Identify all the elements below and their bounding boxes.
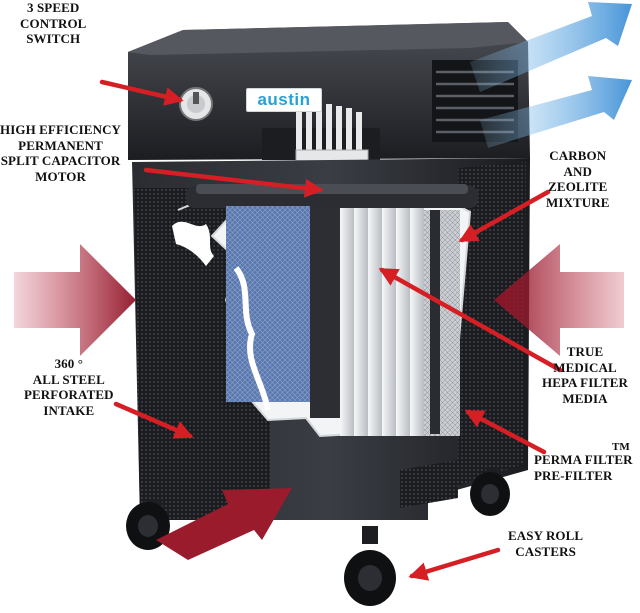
- label-speed-switch: 3 SPEED CONTROL SWITCH: [20, 0, 87, 46]
- arrow-casters: [408, 547, 501, 581]
- caster-front-left: [126, 500, 170, 550]
- hepa-pleats: [340, 208, 424, 436]
- airflow-in-right: [494, 244, 624, 356]
- label-carbon-zeolite: CARBON AND ZEOLITE MIXTURE: [546, 148, 610, 210]
- label-motor: HIGH EFFICIENCY PERMANENT SPLIT CAPACITO…: [0, 122, 122, 184]
- arrow-intake: [113, 401, 194, 439]
- callout-arrows: [99, 79, 563, 581]
- carbon-zeolite-layer: [226, 206, 312, 402]
- caster-back-right: [470, 468, 510, 516]
- arrow-carbon: [458, 189, 551, 243]
- filter-inner-core: [310, 206, 344, 418]
- label-prefilter: TM PERMA FILTER PRE-FILTER: [534, 441, 633, 483]
- arrow-prefilter: [464, 409, 547, 455]
- pre-filter-grid: [424, 210, 460, 436]
- airflow-out-upper: [470, 2, 632, 92]
- label-hepa: TRUE MEDICAL HEPA FILTER MEDIA: [542, 344, 628, 406]
- airflow-in-left: [14, 244, 136, 356]
- brand-logo: austin: [246, 88, 322, 112]
- caster-front-right: [344, 526, 396, 606]
- label-intake: 360 ° ALL STEEL PERFORATED INTAKE: [24, 356, 114, 418]
- airflow-in-bottom: [156, 488, 292, 560]
- label-casters: EASY ROLL CASTERS: [508, 528, 584, 559]
- airflow-out-lower: [480, 76, 632, 148]
- housing-top: [128, 22, 530, 160]
- arrow-hepa: [378, 267, 563, 373]
- arrow-speed-switch: [99, 79, 184, 106]
- housing-top-lid: [128, 22, 528, 55]
- arrow-motor: [143, 167, 324, 198]
- motor-fins: [296, 104, 362, 156]
- trademark-symbol: TM: [612, 441, 630, 453]
